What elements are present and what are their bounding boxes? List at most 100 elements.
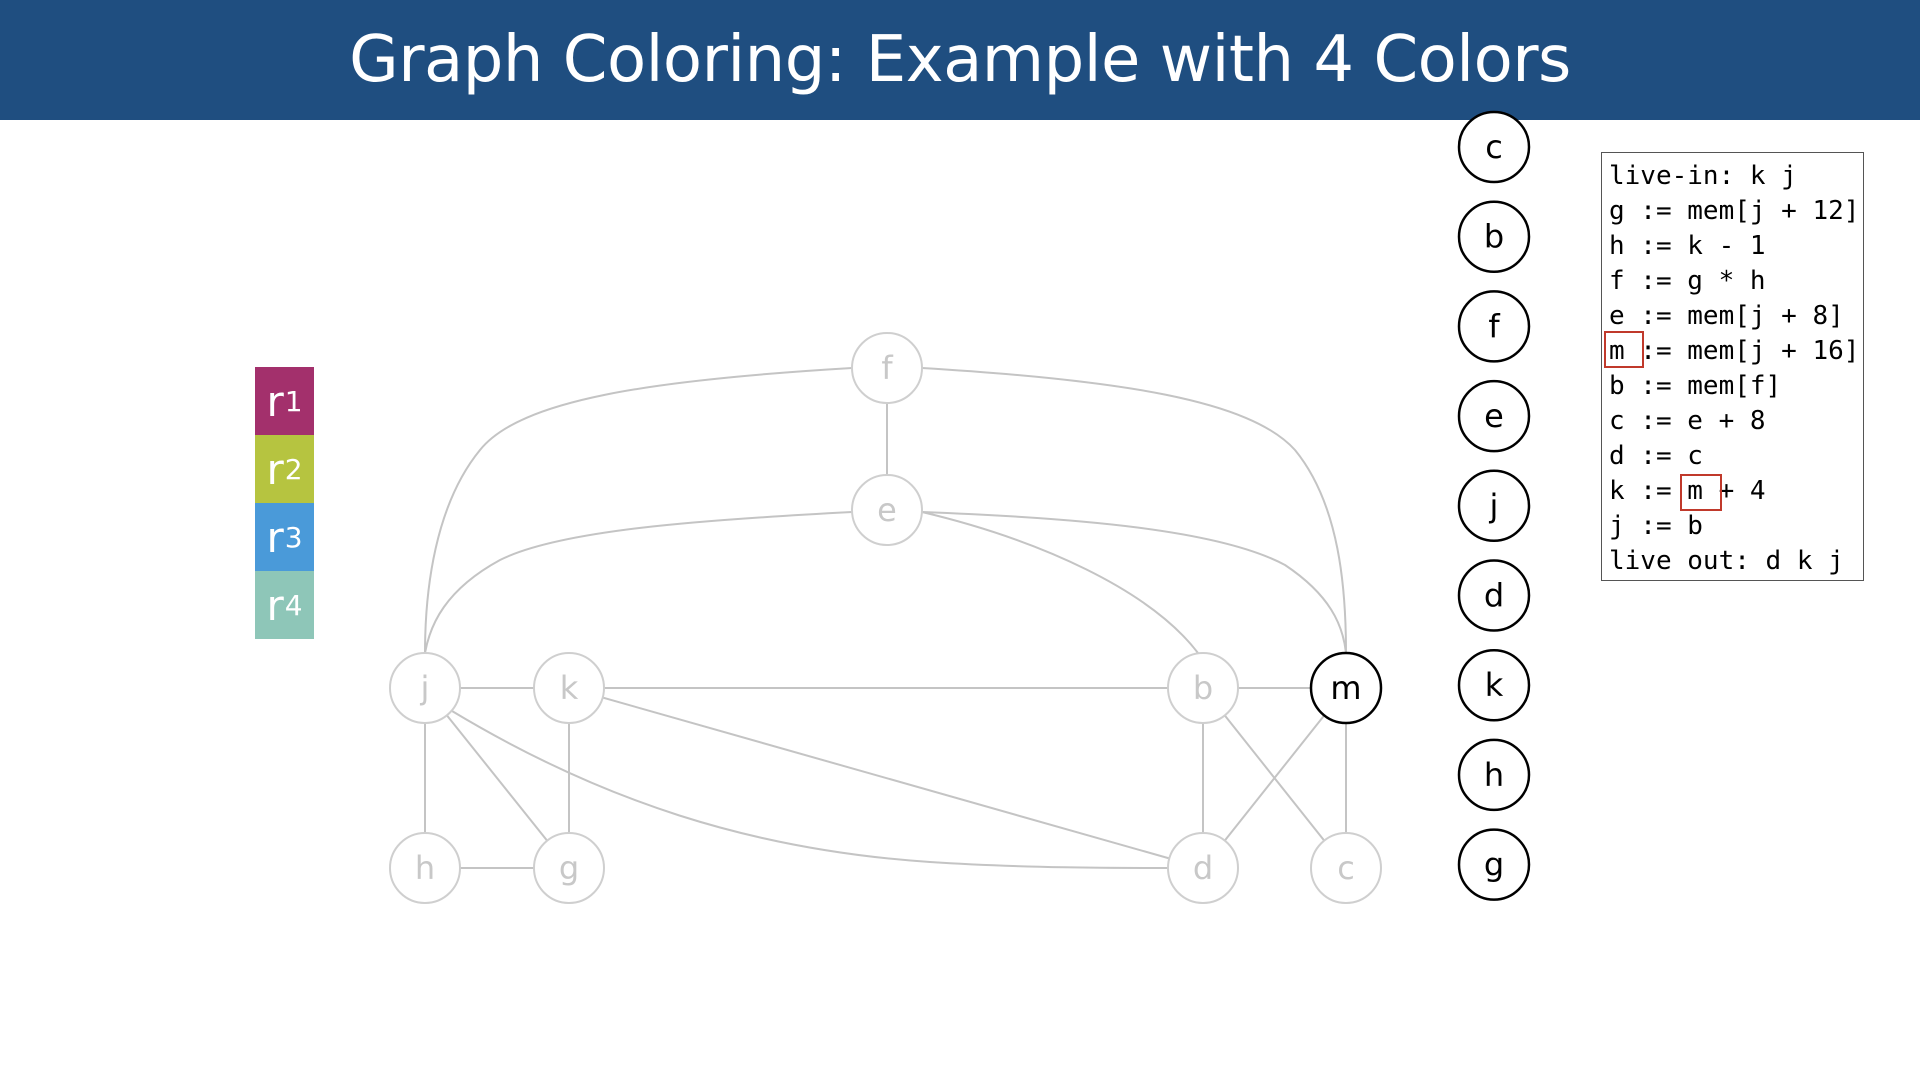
graph-node-circle-m xyxy=(1309,651,1383,725)
graph-node-j: j xyxy=(389,652,461,724)
stack-node-circle-b xyxy=(1457,200,1531,273)
graph-node-d: d xyxy=(1167,832,1239,904)
stack-node-label-d: d xyxy=(1484,577,1504,615)
graph-node-label-j: j xyxy=(420,669,430,707)
graph-node-circle-g xyxy=(533,832,605,904)
graph-node-circle-f xyxy=(851,332,923,404)
graph-node-label-c: c xyxy=(1337,849,1355,887)
graph-node-circle-d xyxy=(1167,832,1239,904)
stack-node-b: b xyxy=(1457,200,1531,273)
swatch-sub-r1: 1 xyxy=(284,384,303,418)
stack-node-label-b: b xyxy=(1484,218,1504,256)
graph-node-k: k xyxy=(533,652,605,724)
stack-node-circle-h xyxy=(1457,738,1531,812)
graph-node-label-h: h xyxy=(415,849,435,887)
stack-node-circle-c xyxy=(1457,110,1531,184)
graph-node-label-g: g xyxy=(559,849,579,887)
graph-node-g: g xyxy=(533,832,605,904)
graph-node-m: m xyxy=(1309,651,1383,725)
graph-node-label-e: e xyxy=(877,491,897,529)
graph-node-label-m: m xyxy=(1330,669,1361,707)
stack-node-label-e: e xyxy=(1484,397,1504,435)
code-line: j := b xyxy=(1609,511,1703,541)
graph-node-circle-j xyxy=(389,652,461,724)
edge-j-d xyxy=(451,710,1169,869)
code-line: live-in: k j xyxy=(1609,161,1797,191)
code-line: g := mem[j + 12] xyxy=(1609,196,1860,226)
graph-node-e: e xyxy=(851,474,923,546)
stack-node-d: d xyxy=(1457,559,1531,632)
code-line: e := mem[j + 8] xyxy=(1609,301,1844,331)
swatch-sub-r4: 4 xyxy=(284,588,303,622)
graph-node-label-k: k xyxy=(560,669,579,707)
stack-node-g: g xyxy=(1457,828,1531,901)
stack-node-circle-f xyxy=(1457,290,1531,363)
edge-e-b xyxy=(921,511,1199,654)
graph-node-circle-h xyxy=(389,832,461,904)
code-line: k := m + 4 xyxy=(1609,476,1766,506)
edge-e-m xyxy=(921,511,1347,654)
code-listing: live-in: k j g := mem[j + 12] h := k - 1 f … xyxy=(1601,152,1864,581)
graph-node-circle-c xyxy=(1310,832,1382,904)
code-line: live out: d k j xyxy=(1609,546,1844,576)
highlight-m-use xyxy=(1680,474,1722,511)
stack-node-k: k xyxy=(1457,648,1531,722)
stack-node-circle-k xyxy=(1457,648,1531,722)
graph-node-label-b: b xyxy=(1193,669,1213,707)
swatch-sub-r3: 3 xyxy=(284,520,303,554)
graph-node-b: b xyxy=(1167,652,1239,724)
stack-node-circle-j xyxy=(1457,469,1531,543)
stack-node-f: f xyxy=(1457,290,1531,363)
swatch-sub-r2: 2 xyxy=(284,452,303,486)
stack-node-circle-e xyxy=(1457,379,1531,453)
graph-node-label-d: d xyxy=(1193,849,1213,887)
stack-node-label-g: g xyxy=(1484,846,1504,884)
swatch-label-r2: r xyxy=(266,444,284,494)
graph-node-c: c xyxy=(1310,832,1382,904)
graph-node-circle-e xyxy=(851,474,923,546)
edge-f-j xyxy=(424,367,853,654)
graph-node-circle-k xyxy=(533,652,605,724)
swatch-label-r4: r xyxy=(266,580,284,630)
edge-e-j xyxy=(424,511,853,654)
stack-node-j: j xyxy=(1457,469,1531,543)
code-line: f := g * h xyxy=(1609,266,1766,296)
code-line: c := e + 8 xyxy=(1609,406,1766,436)
graph-node-f: f xyxy=(851,332,923,404)
code-line: d := c xyxy=(1609,441,1703,471)
stack-node-h: h xyxy=(1457,738,1531,812)
stack-node-c: c xyxy=(1457,110,1531,184)
swatch-label-r1: r xyxy=(266,376,284,426)
slide-title: Graph Coloring: Example with 4 Colors xyxy=(349,23,1571,97)
graph-node-label-f: f xyxy=(881,349,893,387)
node-stack: c b f e j d k h g xyxy=(1457,110,1531,901)
stack-node-circle-g xyxy=(1457,828,1531,901)
stack-node-label-j: j xyxy=(1489,487,1499,525)
code-line: m := mem[j + 16] xyxy=(1609,336,1860,366)
stack-node-circle-d xyxy=(1457,559,1531,632)
stack-node-e: e xyxy=(1457,379,1531,453)
edge-k-d xyxy=(568,687,1204,869)
edge-j-g xyxy=(424,687,570,869)
title-bar: Graph Coloring: Example with 4 Colors xyxy=(0,0,1920,120)
graph-nodes: f e j k b m h g d c xyxy=(389,332,1383,904)
stack-node-label-k: k xyxy=(1485,666,1504,704)
stack-node-label-c: c xyxy=(1485,128,1503,166)
edge-m-d xyxy=(1202,687,1347,869)
graph-node-h: h xyxy=(389,832,461,904)
graph-node-circle-b xyxy=(1167,652,1239,724)
stack-node-label-h: h xyxy=(1484,756,1504,794)
stack-node-label-f: f xyxy=(1488,307,1500,345)
code-line: h := k - 1 xyxy=(1609,231,1766,261)
highlight-m-def xyxy=(1604,331,1644,368)
code-line: b := mem[f] xyxy=(1609,371,1782,401)
swatch-label-r3: r xyxy=(266,512,284,562)
edge-f-m xyxy=(921,367,1347,654)
graph-edges xyxy=(424,367,1347,869)
